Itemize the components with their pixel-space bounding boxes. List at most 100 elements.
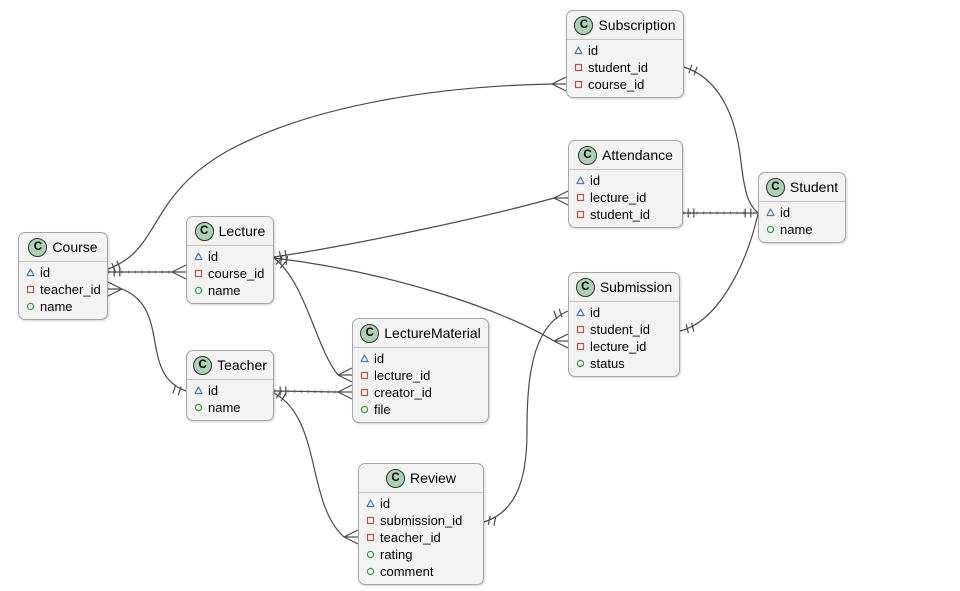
field-label: name: [208, 283, 241, 298]
relationship-line: [107, 83, 553, 270]
attribute-circle-icon: [366, 567, 375, 576]
foreign-key-square-icon: [576, 210, 585, 219]
class-spot-icon: C: [28, 237, 48, 257]
crow-foot-marker: [551, 76, 567, 92]
field-label: id: [780, 205, 791, 220]
field-row: file: [353, 401, 488, 418]
relationship-line: [273, 390, 339, 393]
primary-key-triangle-icon: [360, 354, 369, 363]
primary-key-triangle-icon: [576, 176, 585, 185]
field-row: name: [187, 399, 273, 416]
field-row: lecture_id: [569, 338, 679, 355]
crow-foot-marker: [337, 384, 353, 400]
field-row: course_id: [187, 265, 273, 282]
crow-foot-marker: [343, 529, 359, 545]
field-row: comment: [359, 563, 483, 580]
one-cardinality-marker: [744, 208, 752, 218]
attribute-circle-icon: [766, 225, 775, 234]
crow-foot-marker: [337, 367, 353, 383]
field-row: id: [567, 42, 683, 59]
connector-teacher-lecturematerial: [273, 384, 353, 400]
foreign-key-square-icon: [360, 371, 369, 380]
one-cardinality-marker: [279, 255, 289, 265]
field-row: course_id: [567, 76, 683, 93]
field-row: submission_id: [359, 512, 483, 529]
primary-key-triangle-icon: [366, 499, 375, 508]
field-label: course_id: [208, 266, 265, 281]
connector-attendance-student: [683, 208, 758, 218]
field-row: status: [569, 355, 679, 372]
class-spot-icon: C: [193, 355, 213, 375]
relationship-line: [273, 197, 555, 258]
field-label: submission_id: [380, 513, 463, 528]
connector-subscription-student: [683, 64, 759, 214]
relationship-line: [273, 257, 555, 342]
field-label: status: [590, 356, 625, 371]
relationship-line: [121, 288, 187, 392]
connector-lecture-attendance: [273, 190, 569, 261]
field-row: id: [569, 304, 679, 321]
attribute-circle-icon: [576, 359, 585, 368]
primary-key-triangle-icon: [26, 268, 35, 277]
attribute-circle-icon: [360, 405, 369, 414]
one-cardinality-marker: [687, 208, 695, 218]
field-row: lecture_id: [569, 189, 682, 206]
field-label: lecture_id: [374, 368, 431, 383]
field-row: teacher_id: [19, 281, 107, 298]
field-row: student_id: [569, 321, 679, 338]
class-spot-icon: C: [574, 15, 594, 35]
entity-title: Teacher: [217, 357, 267, 373]
class-spot-icon: C: [194, 221, 214, 241]
crow-foot-marker: [171, 264, 187, 280]
field-row: id: [19, 264, 107, 281]
field-label: comment: [380, 564, 434, 579]
class-spot-icon: C: [575, 277, 595, 297]
field-label: id: [40, 265, 51, 280]
attribute-circle-icon: [26, 302, 35, 311]
connector-lecture-lecturematerial: [273, 257, 353, 383]
field-row: teacher_id: [359, 529, 483, 546]
connector-course-subscription: [107, 76, 567, 272]
connector-teacher-course: [107, 281, 187, 396]
field-row: rating: [359, 546, 483, 563]
entity-title: Course: [52, 239, 98, 255]
attribute-circle-icon: [194, 286, 203, 295]
field-label: creator_id: [374, 385, 432, 400]
field-row: student_id: [567, 59, 683, 76]
field-label: lecture_id: [590, 190, 647, 205]
foreign-key-square-icon: [576, 342, 585, 351]
entity-title: LectureMaterial: [384, 325, 481, 341]
field-label: student_id: [588, 60, 648, 75]
field-label: id: [590, 173, 601, 188]
entity-title: Submission: [599, 279, 673, 295]
field-label: student_id: [590, 207, 650, 222]
crow-foot-marker: [553, 190, 569, 206]
relationship-line: [273, 392, 345, 538]
entity-field-list: id lecture_id student_id: [569, 170, 682, 227]
field-label: teacher_id: [380, 530, 441, 545]
class-spot-icon: C: [578, 145, 598, 165]
entity-title: Review: [410, 470, 456, 486]
field-row: id: [353, 350, 488, 367]
crow-foot-marker: [553, 333, 569, 349]
field-label: id: [588, 43, 599, 58]
